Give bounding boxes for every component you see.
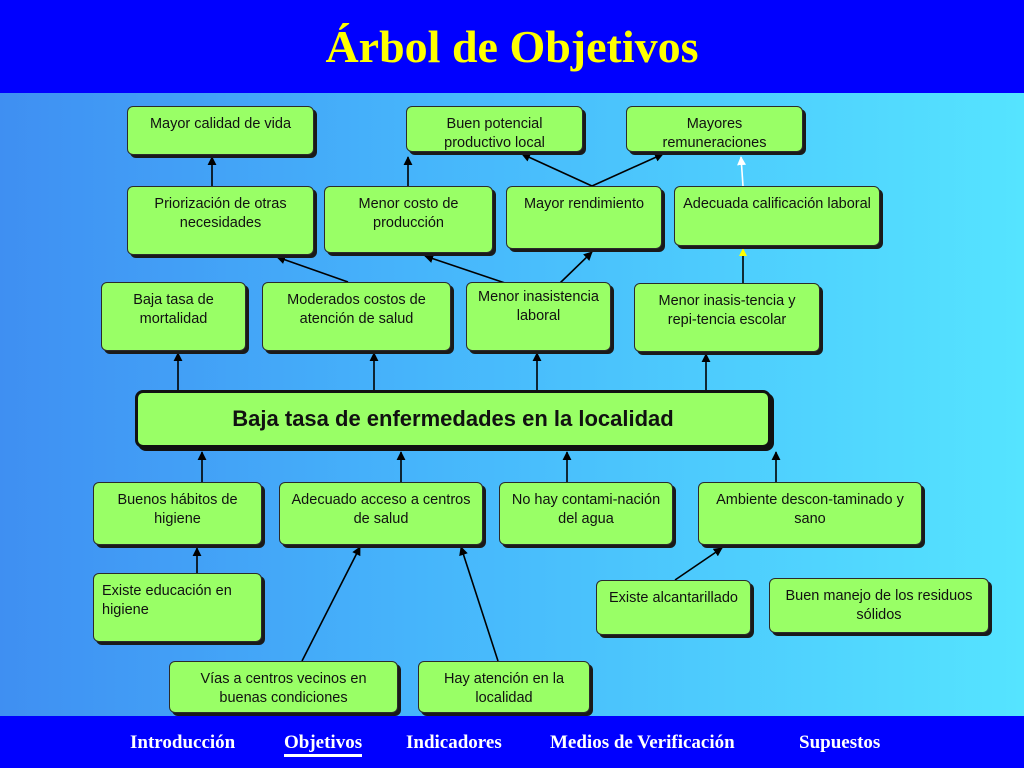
bottom-nav-bar	[0, 716, 1024, 768]
node-central-objetivo: Baja tasa de enfermedades en la localida…	[135, 390, 771, 448]
node-buenos-habitos: Buenos hábitos de higiene	[93, 482, 262, 545]
arrow-atencion-to-acceso	[459, 546, 499, 662]
node-mayor-rendimiento: Mayor rendimiento	[506, 186, 662, 249]
nav-medios-verificacion[interactable]: Medios de Verificación	[550, 732, 735, 753]
arrow-costos-to-priorizacion	[276, 255, 349, 283]
node-buen-potencial: Buen potencial productivo local	[406, 106, 583, 152]
arrow-alcantarillado-to-ambiente	[674, 547, 723, 581]
slide-title: Árbol de Objetivos	[325, 21, 699, 72]
arrow-vias-to-acceso	[301, 546, 361, 662]
node-menor-costo: Menor costo de producción	[324, 186, 493, 253]
node-priorizacion: Priorización de otras necesidades	[127, 186, 314, 255]
arrow-inasistencia-to-costo	[424, 254, 506, 284]
node-atencion-localidad: Hay atención en la localidad	[418, 661, 590, 713]
title-bar: Árbol de Objetivos	[0, 0, 1024, 93]
node-vias: Vías a centros vecinos en buenas condici…	[169, 661, 398, 713]
arrow-rendimiento-to-remuneraciones	[591, 153, 664, 187]
node-educacion-higiene: Existe educación en higiene	[93, 573, 262, 642]
node-mayor-calidad-vida: Mayor calidad de vida	[127, 106, 314, 155]
node-menor-inasistencia-escolar: Menor inasis-tencia y repi-tencia escola…	[634, 283, 820, 352]
node-moderados-costos: Moderados costos de atención de salud	[262, 282, 451, 351]
nav-introduccion[interactable]: Introducción	[130, 732, 236, 753]
node-baja-mortalidad: Baja tasa de mortalidad	[101, 282, 246, 351]
node-mayores-remuneraciones: Mayores remuneraciones	[626, 106, 803, 152]
node-adecuado-acceso: Adecuado acceso a centros de salud	[279, 482, 483, 545]
node-alcantarillado: Existe alcantarillado	[596, 580, 751, 635]
nav-supuestos[interactable]: Supuestos	[799, 732, 881, 753]
arrow-calificacion-to-remuneraciones	[737, 156, 747, 187]
node-ambiente: Ambiente descon-taminado y sano	[698, 482, 922, 545]
arrow-inasistencia-to-rendimiento	[559, 251, 593, 284]
nav-objetivos[interactable]: Objetivos	[284, 732, 363, 757]
node-no-contaminacion: No hay contami-nación del agua	[499, 482, 673, 545]
arrowhead-escolar-to-calificacion	[739, 248, 747, 256]
node-residuos: Buen manejo de los residuos sólidos	[769, 578, 989, 633]
node-adecuada-calificacion: Adecuada calificación laboral	[674, 186, 880, 246]
nav-indicadores[interactable]: Indicadores	[406, 732, 502, 753]
node-menor-inasistencia-laboral: Menor inasistencia laboral	[466, 282, 611, 351]
arrow-rendimiento-to-potencial	[521, 153, 593, 187]
